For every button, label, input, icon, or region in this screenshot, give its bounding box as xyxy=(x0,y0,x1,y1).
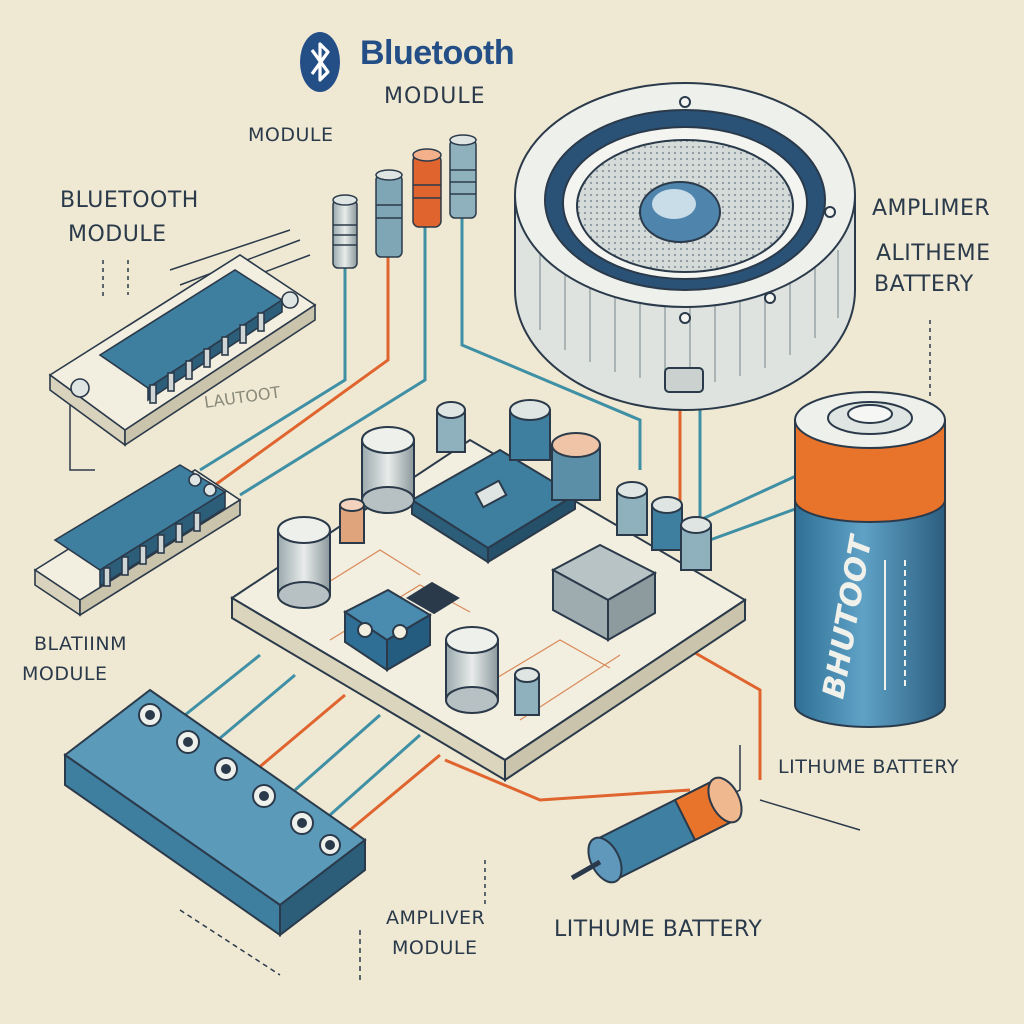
label-lithume-battery-right: LITHUME BATTERY xyxy=(778,756,959,778)
terminal-block xyxy=(63,653,441,938)
probe-1 xyxy=(332,194,358,269)
capacitors xyxy=(277,399,712,716)
bluetooth-icon xyxy=(300,32,340,92)
probe-connectors xyxy=(332,134,477,269)
label-alitheme-line1: ALITHEME xyxy=(876,241,991,266)
label-ampliver-line2: MODULE xyxy=(392,937,478,959)
amplifier-board xyxy=(230,399,747,782)
probe-2 xyxy=(375,169,403,258)
label-bluetooth-module-line1: BLUETOOTH xyxy=(60,188,199,213)
label-alitheme-line2: BATTERY xyxy=(874,272,974,297)
label-module-top: MODULE xyxy=(248,124,334,146)
battery-small xyxy=(570,776,743,884)
label-bluetooth-module-line2: MODULE xyxy=(68,222,167,247)
battery-large: BHUTOOT xyxy=(794,391,946,728)
probe-4 xyxy=(449,134,477,219)
probe-3 xyxy=(412,148,442,228)
label-ampliver-line1: AMPLIVER xyxy=(386,907,486,929)
speaker xyxy=(514,82,856,411)
label-lithume-battery-bottom: LITHUME BATTERY xyxy=(554,917,763,942)
bluetooth-module-upper xyxy=(48,254,317,447)
label-blatiinm-line2: MODULE xyxy=(22,663,108,685)
brand-subtitle: MODULE xyxy=(384,84,486,109)
bluetooth-module-lower xyxy=(33,464,242,617)
label-amplimer: AMPLIMER xyxy=(872,196,991,221)
brand-name: Bluetooth xyxy=(360,34,515,72)
label-blatiinm-line1: BLATIINM xyxy=(34,633,127,655)
